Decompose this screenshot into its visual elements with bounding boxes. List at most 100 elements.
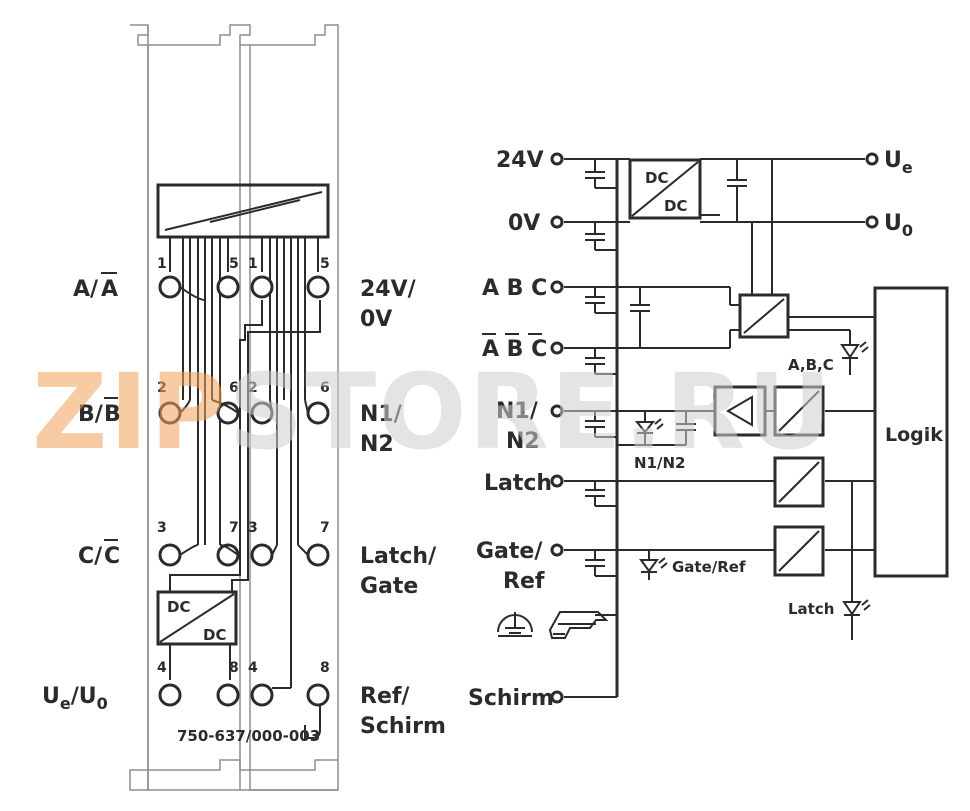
schematic-label-abc: A B C <box>482 276 547 301</box>
schematic-label-0v: 0V <box>508 211 540 236</box>
label-schirm: Schirm <box>360 714 446 739</box>
terminal-number: 6 <box>229 380 239 396</box>
label-latch: Latch/ <box>360 544 437 569</box>
terminal-number: 1 <box>157 256 167 272</box>
terminal-3-left <box>158 543 182 567</box>
terminal-number: 3 <box>157 520 167 536</box>
terminal-number: 6 <box>320 380 330 396</box>
schematic-label-n2: N2 <box>506 429 540 454</box>
schematic-wiring <box>564 158 875 698</box>
module-terminals <box>158 275 330 707</box>
label-ref: Ref/ <box>360 684 410 709</box>
terminal-4-right <box>250 683 274 707</box>
terminal-number: 4 <box>248 660 258 676</box>
schematic-dcdc-bottom: DC <box>664 197 687 215</box>
optocoupler-abc <box>738 293 790 339</box>
module-dcdc-bottom: DC <box>203 626 226 644</box>
module-left-labels: A/ A B/ B C/ C Ue/U0 <box>42 272 121 713</box>
led-labels: A,B,C N1/N2 Gate/Ref Latch <box>634 356 834 618</box>
logic-block: Logik <box>873 286 949 578</box>
logic-label: Logik <box>885 424 943 446</box>
optocoupler-n1n2 <box>773 385 825 437</box>
led-label-n1n2: N1/N2 <box>634 454 685 472</box>
label-c-overbar: C <box>104 544 120 569</box>
terminal-number: 7 <box>320 520 330 536</box>
led-label-abc: A,B,C <box>788 356 834 374</box>
part-number: 750-637/000-003 <box>177 727 320 745</box>
status-leds <box>634 341 871 616</box>
terminal-number: 5 <box>320 256 330 272</box>
terminal-8-right <box>306 683 330 707</box>
terminal-3-right <box>250 543 274 567</box>
label-b-overbar: B <box>104 402 121 427</box>
terminal-5-right <box>306 275 330 299</box>
led-label-latch: Latch <box>788 600 834 618</box>
schematic-label-abc-bar: A B C <box>482 337 547 362</box>
schematic-label-schirm: Schirm <box>468 686 554 711</box>
input-gate-terminal <box>550 543 564 557</box>
label-n2: N2 <box>360 432 394 457</box>
optocoupler-latch <box>773 456 825 508</box>
label-ue-u0: Ue/U0 <box>42 684 108 713</box>
schematic-input-terminals <box>550 152 879 704</box>
output-ue-terminal <box>865 152 879 166</box>
led-gate-ref-icon <box>639 557 668 573</box>
module-bus-block <box>156 183 330 239</box>
schematic-label-ref: Ref <box>503 569 545 594</box>
label-24v: 24V/ <box>360 277 417 302</box>
din-rail-icon <box>548 611 609 639</box>
differential-receiver <box>713 385 767 437</box>
schematic-label-ue: Ue <box>884 148 913 177</box>
terminal-number: 7 <box>229 520 239 536</box>
terminal-number: 8 <box>320 660 330 676</box>
input-abc-terminal <box>550 280 564 294</box>
schematic-dcdc-converter: DC DC <box>628 158 702 220</box>
label-b-main: B/ <box>78 402 104 427</box>
led-n1n2-icon <box>634 418 664 434</box>
schematic-optocouplers <box>738 293 825 577</box>
label-a-overbar: A <box>101 277 118 302</box>
schematic-label-latch: Latch <box>484 471 552 496</box>
terminal-1-left <box>158 275 182 299</box>
input-n1n2-terminal <box>550 404 564 418</box>
input-0v-terminal <box>550 215 564 229</box>
terminal-8-left <box>216 683 240 707</box>
led-latch-icon <box>842 599 871 616</box>
input-abc-bar-terminal <box>550 341 564 355</box>
module-internal-wiring <box>169 237 321 739</box>
label-gate: Gate <box>360 574 418 599</box>
schematic-input-labels: 24V 0V A B C A B C N1/ N2 Latch Gate/ Re… <box>468 148 554 711</box>
led-label-gate-ref: Gate/Ref <box>672 558 746 576</box>
terminal-number: 8 <box>229 660 239 676</box>
terminal-numbers: 1 5 1 5 2 6 2 6 3 7 3 7 4 8 4 8 <box>157 256 330 676</box>
module-dcdc-top: DC <box>167 598 190 616</box>
label-a-main: A/ <box>73 277 99 302</box>
schematic-label-24v: 24V <box>496 148 544 173</box>
label-0v: 0V <box>360 307 392 332</box>
terminal-number: 2 <box>248 380 258 396</box>
terminal-number: 1 <box>248 256 258 272</box>
input-schirm-terminal <box>550 690 564 704</box>
schematic-label-u0: U0 <box>884 211 913 240</box>
schematic-output-labels: Ue U0 <box>884 148 913 240</box>
terminal-number: 5 <box>229 256 239 272</box>
watermark: ZIPSTORE.RU <box>32 351 834 473</box>
output-u0-terminal <box>865 215 879 229</box>
terminal-7-right <box>306 543 330 567</box>
label-c-main: C/ <box>78 544 103 569</box>
label-n1: N1/ <box>360 402 403 427</box>
module-right-labels: 24V/ 0V N1/ N2 Latch/ Gate Ref/ Schirm <box>360 277 446 739</box>
schematic-label-n1: N1/ <box>496 399 539 424</box>
module-dcdc-converter: DC DC <box>156 590 238 646</box>
terminal-number: 2 <box>157 380 167 396</box>
schematic-label-gate: Gate/ <box>476 539 543 564</box>
terminal-4-left <box>158 683 182 707</box>
terminal-number: 4 <box>157 660 167 676</box>
terminal-1-right <box>250 275 274 299</box>
input-24v-terminal <box>550 152 564 166</box>
terminal-number: 3 <box>248 520 258 536</box>
optocoupler-gate <box>773 525 825 577</box>
ground-icon <box>497 612 533 637</box>
